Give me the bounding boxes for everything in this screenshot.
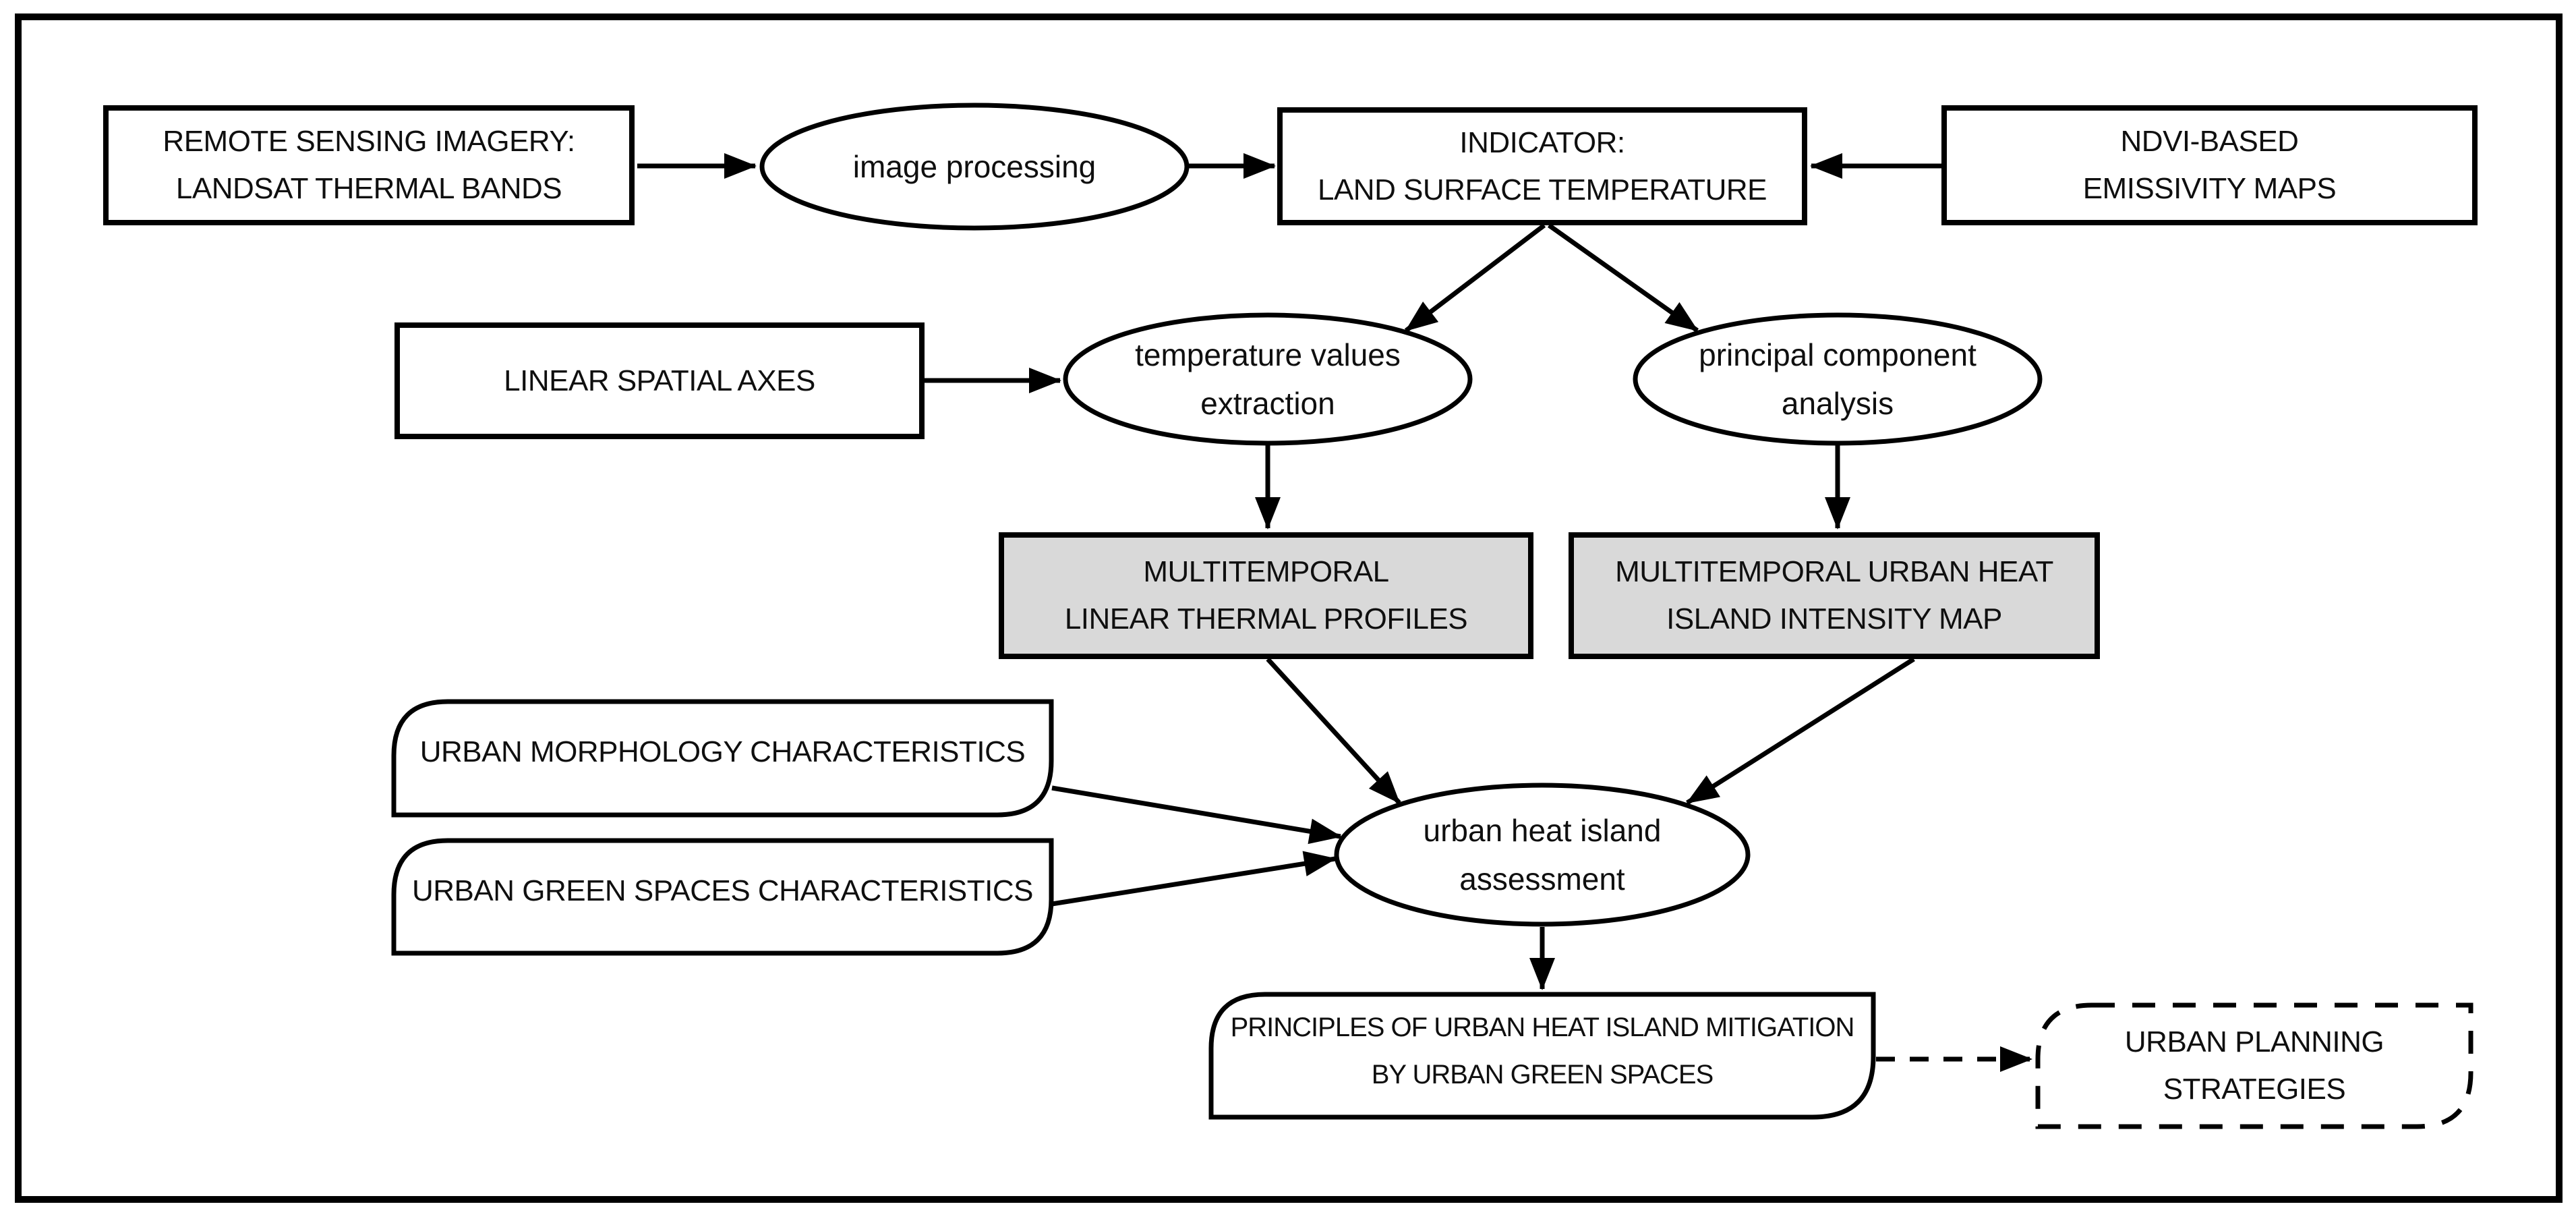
edge-map-to-assessment — [1686, 657, 1915, 805]
remote-sensing-box — [103, 105, 635, 225]
uhi-assessment-label: urban heat island assessment — [1337, 785, 1748, 924]
urban-green-spaces-card — [391, 838, 1054, 956]
planning-strategies-line-2: STRATEGIES — [2163, 1073, 2346, 1106]
urban-green-spaces-line-1: URBAN GREEN SPACES CHARACTERISTICS — [411, 874, 1034, 907]
uhi-intensity-map-box — [1569, 532, 2100, 659]
principal-component-line-2: analysis — [1781, 386, 1894, 421]
edge-profiles-to-assessment — [1266, 657, 1401, 805]
image-processing-line-1: image processing — [852, 149, 1096, 184]
indicator-label: INDICATOR: LAND SURFACE TEMPERATURE — [1280, 110, 1805, 223]
urban-morphology-label: URBAN MORPHOLOGY CHARACTERISTICS — [394, 702, 1051, 803]
urban-green-spaces-label: URBAN GREEN SPACES CHARACTERISTICS — [394, 841, 1051, 942]
linear-spatial-axes-label: LINEAR SPATIAL AXES — [397, 325, 922, 436]
linear-spatial-axes-box — [394, 322, 925, 439]
image-processing-ellipse — [759, 103, 1190, 231]
ndvi-emissivity-line-2: EMISSIVITY MAPS — [2082, 172, 2337, 205]
remote-sensing-line-1: REMOTE SENSING IMAGERY: — [163, 125, 575, 158]
urban-morphology-line-1: URBAN MORPHOLOGY CHARACTERISTICS — [419, 735, 1026, 768]
temperature-extraction-line-1: temperature values — [1135, 337, 1401, 372]
thermal-profiles-label: MULTITEMPORAL LINEAR THERMAL PROFILES — [1001, 535, 1531, 656]
uhi-intensity-map-line-2: ISLAND INTENSITY MAP — [1666, 602, 2002, 635]
remote-sensing-label: REMOTE SENSING IMAGERY: LANDSAT THERMAL … — [106, 108, 632, 223]
edge-indicator-to-pca — [1547, 223, 1699, 333]
principal-component-label: principal component analysis — [1635, 315, 2040, 443]
principal-component-ellipse — [1633, 312, 2043, 446]
temperature-extraction-line-2: extraction — [1200, 386, 1335, 421]
planning-strategies-line-1: URBAN PLANNING — [2124, 1025, 2384, 1058]
urban-morphology-card — [391, 699, 1054, 818]
uhi-intensity-map-label: MULTITEMPORAL URBAN HEAT ISLAND INTENSIT… — [1571, 535, 2097, 656]
indicator-line-2: LAND SURFACE TEMPERATURE — [1317, 173, 1767, 206]
uhi-assessment-line-1: urban heat island — [1423, 813, 1662, 848]
mitigation-principles-card — [1208, 992, 1876, 1120]
image-processing-label: image processing — [762, 105, 1187, 228]
indicator-line-1: INDICATOR: — [1459, 125, 1625, 159]
edge-morphology-to-assessment — [1051, 785, 1342, 845]
edge-indicator-to-extraction — [1404, 223, 1546, 333]
remote-sensing-line-2: LANDSAT THERMAL BANDS — [175, 172, 562, 205]
edge-greenspaces-to-assessment — [1051, 851, 1337, 907]
mitigation-principles-line-1: PRINCIPLES OF URBAN HEAT ISLAND MITIGATI… — [1230, 1013, 1855, 1042]
thermal-profiles-line-1: MULTITEMPORAL — [1143, 555, 1389, 588]
linear-spatial-axes-line-1: LINEAR SPATIAL AXES — [504, 364, 815, 397]
planning-strategies-label: URBAN PLANNING STRATEGIES — [2038, 1005, 2471, 1127]
ndvi-emissivity-label: NDVI-BASED EMISSIVITY MAPS — [1944, 108, 2475, 223]
thermal-profiles-box — [999, 532, 1533, 659]
thermal-profiles-line-2: LINEAR THERMAL PROFILES — [1064, 602, 1468, 635]
ndvi-emissivity-line-1: NDVI-BASED — [2120, 125, 2299, 158]
planning-strategies-card — [2035, 1002, 2473, 1129]
mitigation-principles-label: PRINCIPLES OF URBAN HEAT ISLAND MITIGATI… — [1211, 994, 1873, 1108]
outer-frame — [15, 13, 2563, 1203]
indicator-box — [1277, 107, 1807, 225]
ndvi-emissivity-box — [1941, 105, 2478, 225]
principal-component-line-1: principal component — [1699, 337, 1977, 372]
temperature-extraction-label: temperature values extraction — [1065, 315, 1470, 443]
uhi-assessment-line-2: assessment — [1459, 861, 1625, 897]
uhi-assessment-ellipse — [1334, 783, 1751, 927]
uhi-intensity-map-line-1: MULTITEMPORAL URBAN HEAT — [1615, 555, 2053, 588]
mitigation-principles-line-2: BY URBAN GREEN SPACES — [1371, 1060, 1714, 1089]
temperature-extraction-ellipse — [1063, 312, 1473, 446]
